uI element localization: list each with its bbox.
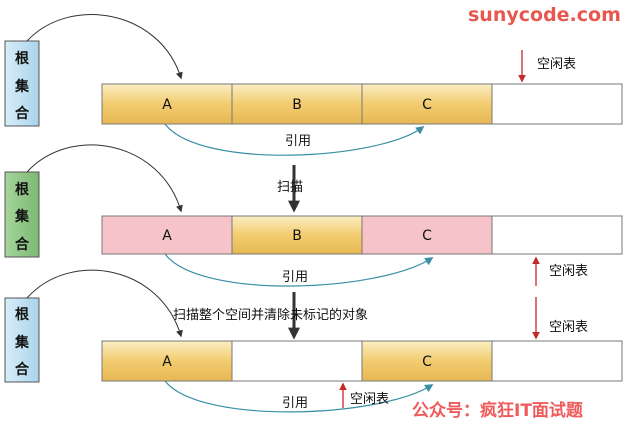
sweep-label: 扫描整个空间并清除未标记的对象 <box>173 307 368 323</box>
object-cell <box>101 83 233 125</box>
root-set-char: 合 <box>15 105 30 122</box>
cell-label-c: C <box>422 97 432 113</box>
reference-label: 引用 <box>285 134 311 149</box>
root-set-char: 集 <box>14 334 30 351</box>
root-set-char: 根 <box>15 50 30 67</box>
reference-label: 引用 <box>282 396 308 411</box>
free-cell <box>491 215 623 255</box>
root-set-char: 根 <box>15 306 30 323</box>
brand-text: sunycode.com <box>468 4 621 26</box>
root-reference-arrow <box>26 269 183 338</box>
root-set-char: 集 <box>14 78 30 95</box>
cell-label-b: B <box>292 228 302 244</box>
object-cell <box>361 340 493 382</box>
object-cell <box>101 215 233 255</box>
object-cell <box>101 340 233 382</box>
free-cell <box>491 340 623 382</box>
object-cell <box>361 215 493 255</box>
reference-arrow <box>164 253 434 287</box>
scan-label: 扫描 <box>277 180 303 195</box>
free-cell <box>491 83 623 125</box>
root-set-box <box>4 171 40 258</box>
root-set-char: 合 <box>15 361 30 378</box>
free-list-label: 空闲表 <box>549 320 588 335</box>
root-reference-arrow <box>26 14 183 80</box>
cell-label-a: A <box>162 354 172 370</box>
root-reference-arrow <box>26 144 183 213</box>
reference-arrow <box>164 123 425 156</box>
stage-3: 根 集 合 A C 引用 空闲表 空闲表 <box>4 269 623 413</box>
free-list-label: 空闲表 <box>350 392 389 407</box>
reference-arrow <box>164 380 434 413</box>
root-set-box <box>4 297 40 383</box>
stage-1: 根 集 合 A B C 引用 空闲表 <box>4 14 623 156</box>
cell-label-a: A <box>162 97 172 113</box>
stage-2: 根 集 合 A B C 引用 空闲表 <box>4 144 623 287</box>
cell-label-c: C <box>422 228 432 244</box>
root-set-char: 根 <box>15 181 30 198</box>
cell-label-a: A <box>162 228 172 244</box>
reference-label: 引用 <box>282 270 308 285</box>
root-set-char: 集 <box>14 208 30 225</box>
root-set-char: 合 <box>15 236 30 253</box>
cell-label-b: B <box>292 97 302 113</box>
cell-label-c: C <box>422 354 432 370</box>
free-list-label: 空闲表 <box>537 57 576 72</box>
watermark-text: 公众号：疯狂IT面试题 <box>412 400 584 421</box>
free-cell <box>231 340 363 382</box>
free-list-label: 空闲表 <box>549 264 588 279</box>
object-cell <box>231 83 363 125</box>
root-set-box <box>4 40 40 127</box>
